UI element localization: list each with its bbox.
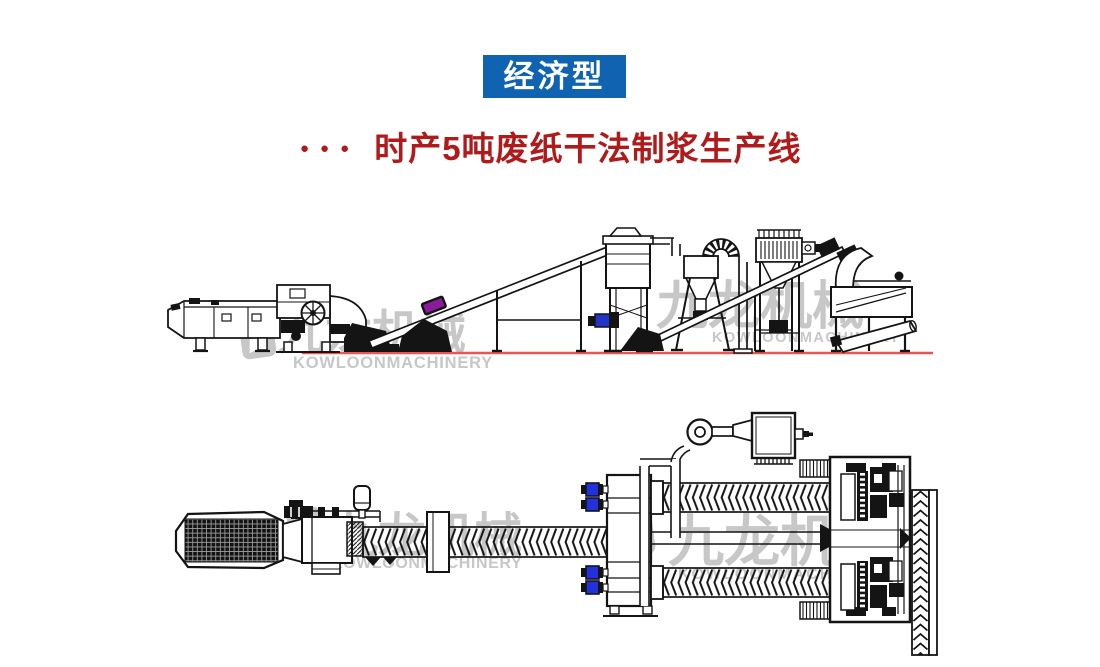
arched-pipe — [703, 239, 739, 258]
motor — [750, 411, 813, 465]
valve — [581, 482, 609, 497]
coupling — [711, 418, 753, 443]
gearbox — [799, 455, 912, 624]
shaft-collar — [426, 511, 450, 573]
page-title: ●●● 时产5吨废纸干法制浆生产线 — [300, 130, 802, 168]
bin-motor — [594, 313, 612, 328]
screw-shaft — [362, 511, 608, 573]
packing-block — [346, 521, 364, 557]
discharge-chute — [834, 319, 918, 354]
diagram-line-plan: 九龙机械 KOWLOONMACHINERY 九龙机械 KOWLOONMACHIN… — [174, 411, 938, 656]
title-bullets: ●●● — [300, 140, 361, 157]
vibrating-screen — [829, 247, 918, 354]
diagram-line-elevation: 九龙机械 KOWLOONMACHINERY 九龙机械 KOWLOONMACHIN… — [167, 227, 933, 372]
grease-cup — [353, 485, 371, 519]
feed-conveyor — [167, 298, 281, 353]
storage-bin — [588, 227, 654, 353]
title-text: 时产5吨废纸干法制浆生产线 — [374, 130, 802, 167]
watermark-en: KOWLOONMACHINERY — [293, 354, 493, 372]
pulper-body — [284, 500, 353, 575]
valve — [581, 565, 609, 580]
drum-screen — [174, 510, 303, 570]
pipework — [639, 445, 691, 606]
gear-cluster — [840, 467, 904, 521]
category-badge-label: 经济型 — [503, 59, 606, 94]
category-badge: 经济型 — [483, 55, 626, 98]
valve — [581, 497, 609, 512]
belt-item — [420, 295, 447, 316]
pump — [686, 418, 714, 446]
incline-conveyor-1 — [367, 230, 647, 353]
valve — [581, 580, 609, 595]
belt-drive — [398, 319, 452, 352]
cyclone-duct — [650, 237, 753, 354]
blower-box — [683, 255, 719, 279]
top-rail — [305, 507, 381, 522]
wall-section — [911, 489, 938, 656]
